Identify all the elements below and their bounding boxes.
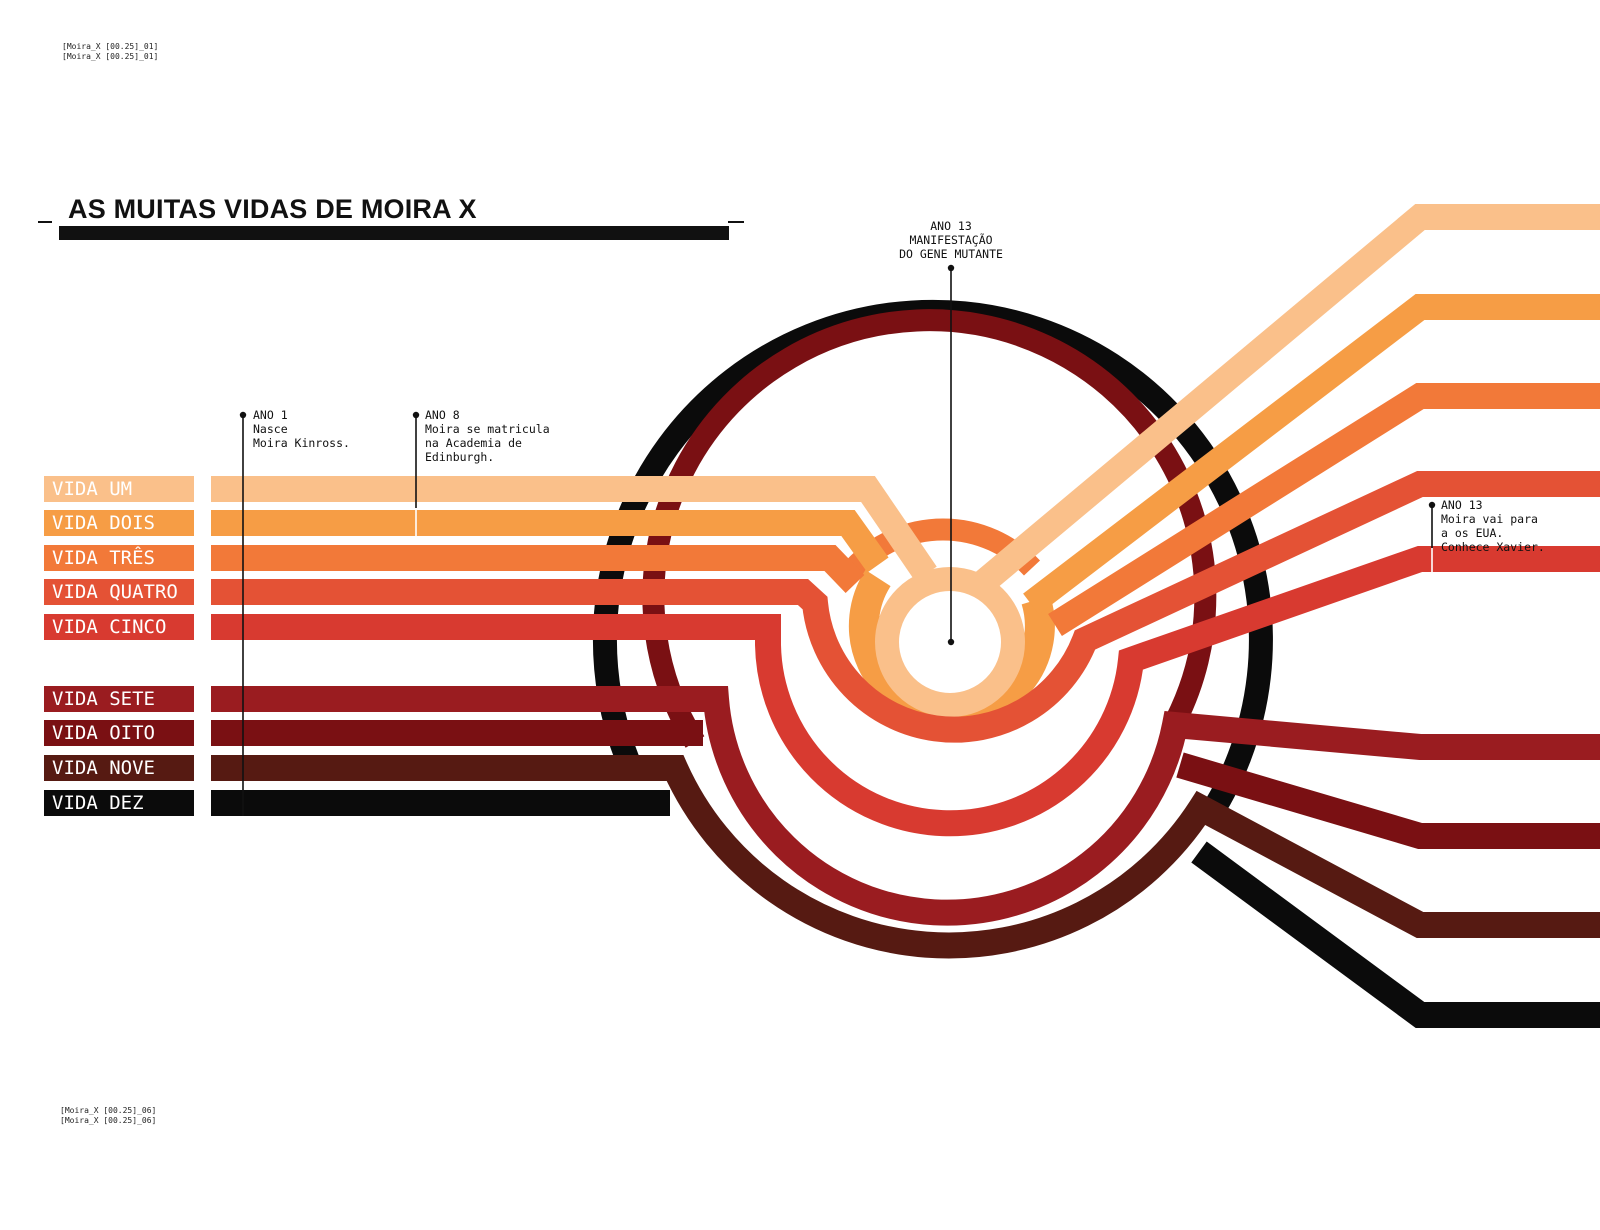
page-title: AS MUITAS VIDAS DE MOIRA X bbox=[68, 194, 477, 224]
line-vida-tres bbox=[211, 383, 1600, 637]
annotation-ano-1-line-2: Nasce bbox=[253, 422, 288, 436]
annotation-ano-13-right-line-3: a os EUA. bbox=[1441, 526, 1504, 540]
marker-ano-13-right bbox=[1428, 501, 1436, 583]
annotation-ano-13-right-line-1: ANO 13 bbox=[1441, 498, 1483, 512]
marker-ano-13-center bbox=[947, 264, 955, 646]
life-label-vida-cinco: VIDA CINCO bbox=[44, 614, 194, 640]
annotation-ano-13-center-line-1: ANO 13 bbox=[930, 219, 972, 233]
life-label-vida-tres: VIDA TRÊS bbox=[44, 545, 194, 571]
ring-vida-um bbox=[875, 567, 1025, 717]
marker-ano-1 bbox=[239, 411, 247, 816]
title-underline-bar bbox=[59, 226, 729, 240]
title-dash-left bbox=[38, 221, 52, 223]
code-tag-top-line-2: [Moira_X [00.25]_01] bbox=[62, 51, 159, 61]
annotation-ano-8-line-1: ANO 8 bbox=[425, 408, 460, 422]
annotation-ano-13-center-line-2: MANIFESTAÇÃO bbox=[909, 233, 993, 247]
life-label-vida-quatro: VIDA QUATRO bbox=[44, 579, 194, 605]
annotation-ano-8: ANO 8 Moira se matricula na Academia de … bbox=[425, 408, 550, 464]
annotation-ano-13-right-line-2: Moira vai para bbox=[1441, 512, 1538, 526]
annotation-ano-13-right-line-4: Conhece Xavier. bbox=[1441, 540, 1545, 554]
code-tag-bottom-line-2: [Moira_X [00.25]_06] bbox=[60, 1115, 157, 1125]
annotation-ano-13-right: ANO 13 Moira vai para a os EUA. Conhece … bbox=[1441, 498, 1545, 554]
annotation-ano-8-line-3: na Academia de bbox=[425, 436, 522, 450]
line-vida-nove bbox=[211, 755, 1600, 959]
code-tag-bottom: [Moira_X [00.25]_06] [Moira_X [00.25]_06… bbox=[60, 1106, 156, 1125]
code-tag-bottom-line-1: [Moira_X [00.25]_06] bbox=[60, 1106, 157, 1115]
line-vida-um bbox=[211, 204, 1600, 592]
marker-ano-8 bbox=[412, 411, 420, 536]
life-label-vida-dez: VIDA DEZ bbox=[44, 790, 194, 816]
line-vida-dez bbox=[211, 790, 1600, 1028]
code-tag-top-line-1: [Moira_X [00.25]_01] bbox=[62, 42, 159, 51]
line-vida-dois bbox=[211, 294, 1600, 615]
life-label-vida-dois: VIDA DOIS bbox=[44, 510, 194, 536]
annotation-ano-13-center-line-3: DO GENE MUTANTE bbox=[899, 247, 1003, 261]
line-vida-cinco bbox=[211, 546, 1600, 837]
annotation-ano-1-line-3: Moira Kinross. bbox=[253, 436, 350, 450]
title-block: AS MUITAS VIDAS DE MOIRA X bbox=[38, 190, 758, 242]
life-label-vida-nove: VIDA NOVE bbox=[44, 755, 194, 781]
annotation-ano-8-line-2: Moira se matricula bbox=[425, 422, 550, 436]
annotation-ano-8-line-4: Edinburgh. bbox=[425, 450, 495, 464]
annotation-ano-1: ANO 1 Nasce Moira Kinross. bbox=[253, 408, 350, 450]
annotation-ano-1-line-1: ANO 1 bbox=[253, 408, 288, 422]
life-label-vida-um: VIDA UM bbox=[44, 476, 194, 502]
line-vida-oito bbox=[211, 720, 1600, 849]
annotation-ano-13-center: ANO 13 MANIFESTAÇÃO DO GENE MUTANTE bbox=[881, 219, 1021, 261]
line-vida-sete bbox=[211, 686, 1600, 926]
line-vida-quatro bbox=[211, 471, 1600, 743]
code-tag-top: [Moira_X [00.25]_01] [Moira_X [00.25]_01… bbox=[62, 42, 158, 61]
life-label-vida-oito: VIDA OITO bbox=[44, 720, 194, 746]
title-dash-right bbox=[728, 221, 744, 223]
life-label-vida-sete: VIDA SETE bbox=[44, 686, 194, 712]
